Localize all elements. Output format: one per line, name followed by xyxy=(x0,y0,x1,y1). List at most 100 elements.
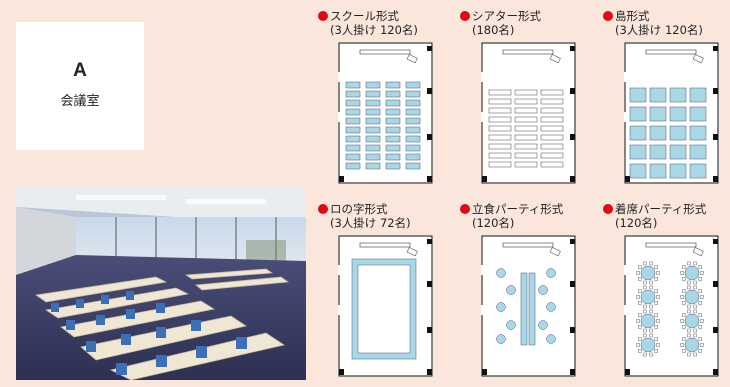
pillar xyxy=(625,176,630,182)
desk xyxy=(405,117,421,125)
chair xyxy=(682,337,686,341)
chair xyxy=(638,337,642,341)
chair xyxy=(643,280,647,285)
chair xyxy=(636,343,640,347)
chair xyxy=(682,349,686,353)
chair xyxy=(649,304,653,309)
desk xyxy=(365,144,381,152)
pillar xyxy=(713,369,718,375)
chair xyxy=(654,325,658,329)
round-table xyxy=(506,320,516,330)
desk xyxy=(405,126,421,134)
floor-plan-school xyxy=(338,42,433,184)
chair xyxy=(638,313,642,317)
round-table xyxy=(496,334,506,344)
chair xyxy=(643,304,647,309)
chair xyxy=(638,289,642,293)
desk xyxy=(365,81,381,89)
table-island xyxy=(629,106,647,122)
chair-row xyxy=(540,107,564,114)
room-letter: A xyxy=(73,60,87,81)
chair xyxy=(687,261,691,266)
chair xyxy=(649,261,653,266)
desk xyxy=(365,108,381,116)
table-island xyxy=(669,87,687,103)
chair xyxy=(700,343,704,347)
chair xyxy=(687,352,691,357)
table-island xyxy=(629,125,647,141)
round-table xyxy=(538,285,548,295)
desk xyxy=(345,135,361,143)
stage xyxy=(645,49,697,55)
desk xyxy=(385,81,401,89)
chair-row xyxy=(514,134,538,141)
chair xyxy=(700,319,704,323)
podium xyxy=(406,54,418,64)
pillar xyxy=(713,327,718,333)
bullet-dot xyxy=(318,11,328,21)
round-table xyxy=(640,289,656,305)
layout-label-seated-party: 着席パーティ形式 (120名) xyxy=(603,202,706,230)
table-island xyxy=(649,87,667,103)
chair xyxy=(636,271,640,275)
chair-row xyxy=(514,161,538,168)
chair-row xyxy=(488,107,512,114)
bullet-dot xyxy=(318,204,328,214)
chair xyxy=(643,261,647,266)
layout-label-standing-party: 立食パーティ形式 (120名) xyxy=(460,202,563,230)
bullet-dot xyxy=(603,11,613,21)
chair xyxy=(693,352,697,357)
round-table xyxy=(496,302,506,312)
desk xyxy=(385,117,401,125)
layout-label-u-shape: ロの字形式 (3人掛け 72名) xyxy=(318,202,411,230)
pillar xyxy=(427,46,432,51)
desk xyxy=(365,99,381,107)
chair xyxy=(654,337,658,341)
chair xyxy=(643,309,647,314)
stage xyxy=(502,242,554,248)
desk xyxy=(405,144,421,152)
chair xyxy=(693,261,697,266)
round-table xyxy=(538,320,548,330)
table-island xyxy=(629,87,647,103)
chair xyxy=(698,301,702,305)
pillar xyxy=(427,327,432,333)
stage xyxy=(502,49,554,55)
layout-label-theater: シアター形式 (180名) xyxy=(460,9,541,37)
chair-row xyxy=(540,125,564,132)
chair-row xyxy=(540,116,564,123)
pillar xyxy=(570,281,575,287)
chair-row xyxy=(514,152,538,159)
chair xyxy=(643,285,647,290)
table-island xyxy=(669,125,687,141)
podium xyxy=(692,54,704,64)
layout-label-island: 島形式 (3人掛け 120名) xyxy=(603,9,703,37)
pillar xyxy=(713,281,718,287)
pillar xyxy=(427,281,432,287)
floor-plan-island xyxy=(624,42,719,184)
chair-row xyxy=(514,116,538,123)
pillar xyxy=(339,369,344,375)
chair xyxy=(693,285,697,290)
floor-plan-seated-party xyxy=(624,235,719,377)
chair xyxy=(682,301,686,305)
table-island xyxy=(649,163,667,179)
round-table xyxy=(684,313,700,329)
chair xyxy=(698,313,702,317)
desk xyxy=(385,99,401,107)
chair-row xyxy=(488,143,512,150)
chair xyxy=(680,319,684,323)
room-photo xyxy=(16,185,306,380)
chair xyxy=(649,285,653,290)
desk xyxy=(345,108,361,116)
chair xyxy=(654,289,658,293)
chair xyxy=(638,277,642,281)
chair-row xyxy=(540,152,564,159)
pillar xyxy=(713,239,718,244)
desk xyxy=(365,90,381,98)
floor-plan-u-shape xyxy=(338,235,433,377)
desk xyxy=(365,162,381,170)
table-island xyxy=(689,87,707,103)
buffet-table xyxy=(520,272,528,346)
chair xyxy=(649,280,653,285)
